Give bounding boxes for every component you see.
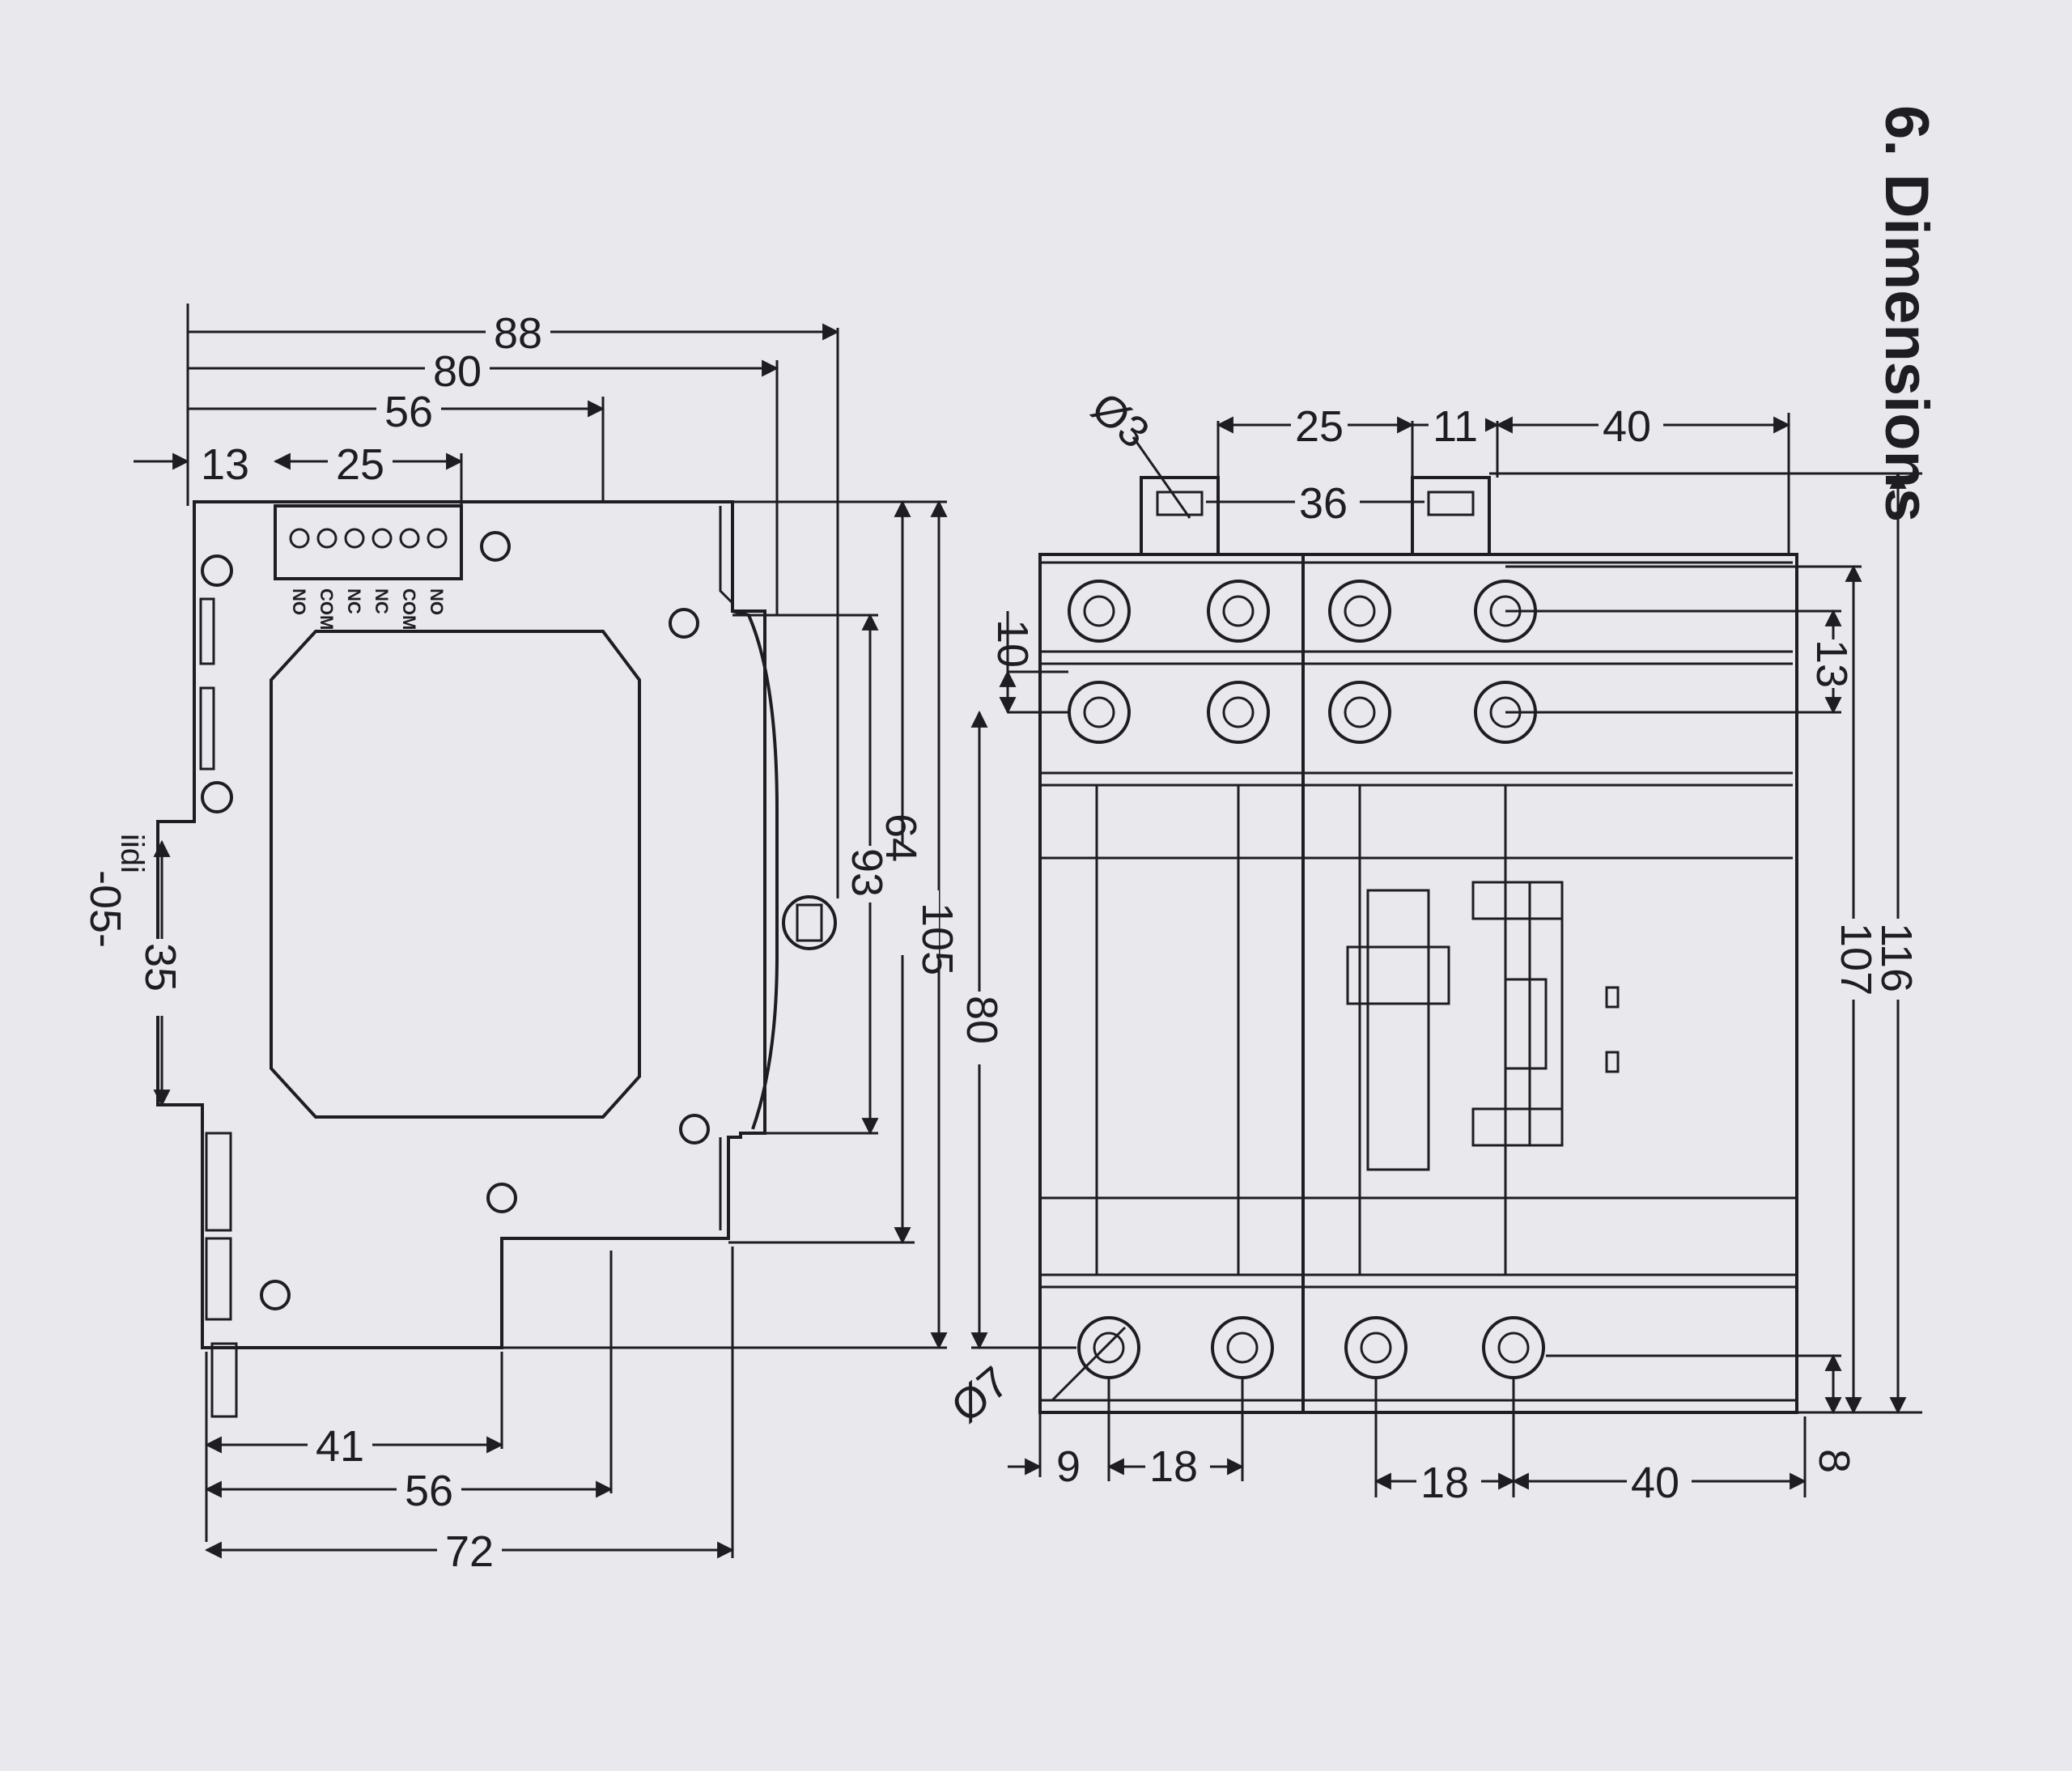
front-dim-13: 13	[1807, 639, 1856, 688]
side-dim-13: 13	[201, 440, 249, 489]
front-view-terminals	[1068, 580, 1545, 1379]
terminal-screws	[289, 528, 448, 549]
svg-text:NC: NC	[372, 588, 392, 614]
side-mark-iidi: iidi	[114, 834, 150, 873]
front-dim-36: 36	[1299, 479, 1348, 528]
side-dim-41: 41	[316, 1422, 364, 1471]
svg-text:COM: COM	[316, 588, 337, 630]
side-dim-80: 80	[433, 347, 482, 396]
svg-text:NO: NO	[289, 588, 309, 615]
side-dim-56-bottom: 56	[405, 1467, 453, 1515]
front-dim-8: 8	[1810, 1449, 1858, 1473]
side-view-window	[270, 630, 641, 1119]
front-dim-107: 107	[1832, 923, 1880, 996]
front-dim-18-right: 18	[1420, 1459, 1469, 1507]
side-view: NO COM NC NC COM NO	[81, 304, 962, 1576]
svg-text:NC: NC	[344, 588, 364, 614]
front-dim-10: 10	[988, 619, 1037, 668]
side-dim-35: 35	[136, 943, 185, 992]
svg-text:NO: NO	[427, 588, 447, 615]
svg-text:COM: COM	[399, 588, 419, 630]
front-terminal-label: Ø7	[942, 1357, 1018, 1432]
front-dim-25: 25	[1295, 402, 1344, 451]
front-dim-11: 11	[1433, 402, 1478, 451]
side-view-knob	[782, 895, 837, 950]
side-dim-88: 88	[494, 309, 542, 358]
side-mark-05: -05-	[81, 870, 130, 948]
side-view-terminal-block	[274, 504, 463, 580]
front-dim-40-bottom: 40	[1631, 1459, 1679, 1507]
front-dim-9: 9	[1056, 1442, 1081, 1491]
side-view-profile-curve	[732, 609, 779, 1130]
mount-tab-right	[1411, 476, 1491, 556]
side-dim-93: 93	[843, 848, 891, 897]
side-dim-25: 25	[336, 440, 384, 489]
front-view-body	[1038, 553, 1798, 1414]
front-view: 25 11 40 Ø3 36 10 80 13 116 107 8 Ø7	[942, 383, 1922, 1507]
side-dim-105: 105	[913, 902, 962, 975]
terminal-labels: NO COM NC NC COM NO	[289, 588, 447, 630]
side-dim-56-top: 56	[384, 388, 433, 436]
side-dim-72: 72	[445, 1527, 494, 1576]
side-view-holes	[201, 531, 710, 1310]
front-hole-label: Ø3	[1082, 383, 1158, 457]
page-heading: 6. Dimensions	[1872, 105, 1941, 522]
side-view-body	[156, 500, 766, 1349]
front-view-mechanism	[1346, 881, 1620, 1171]
front-dim-80: 80	[957, 996, 1006, 1044]
front-dim-18-left: 18	[1149, 1442, 1198, 1491]
front-dim-40-top: 40	[1603, 402, 1651, 451]
side-dim-64: 64	[877, 813, 925, 862]
front-dim-116: 116	[1872, 923, 1921, 992]
